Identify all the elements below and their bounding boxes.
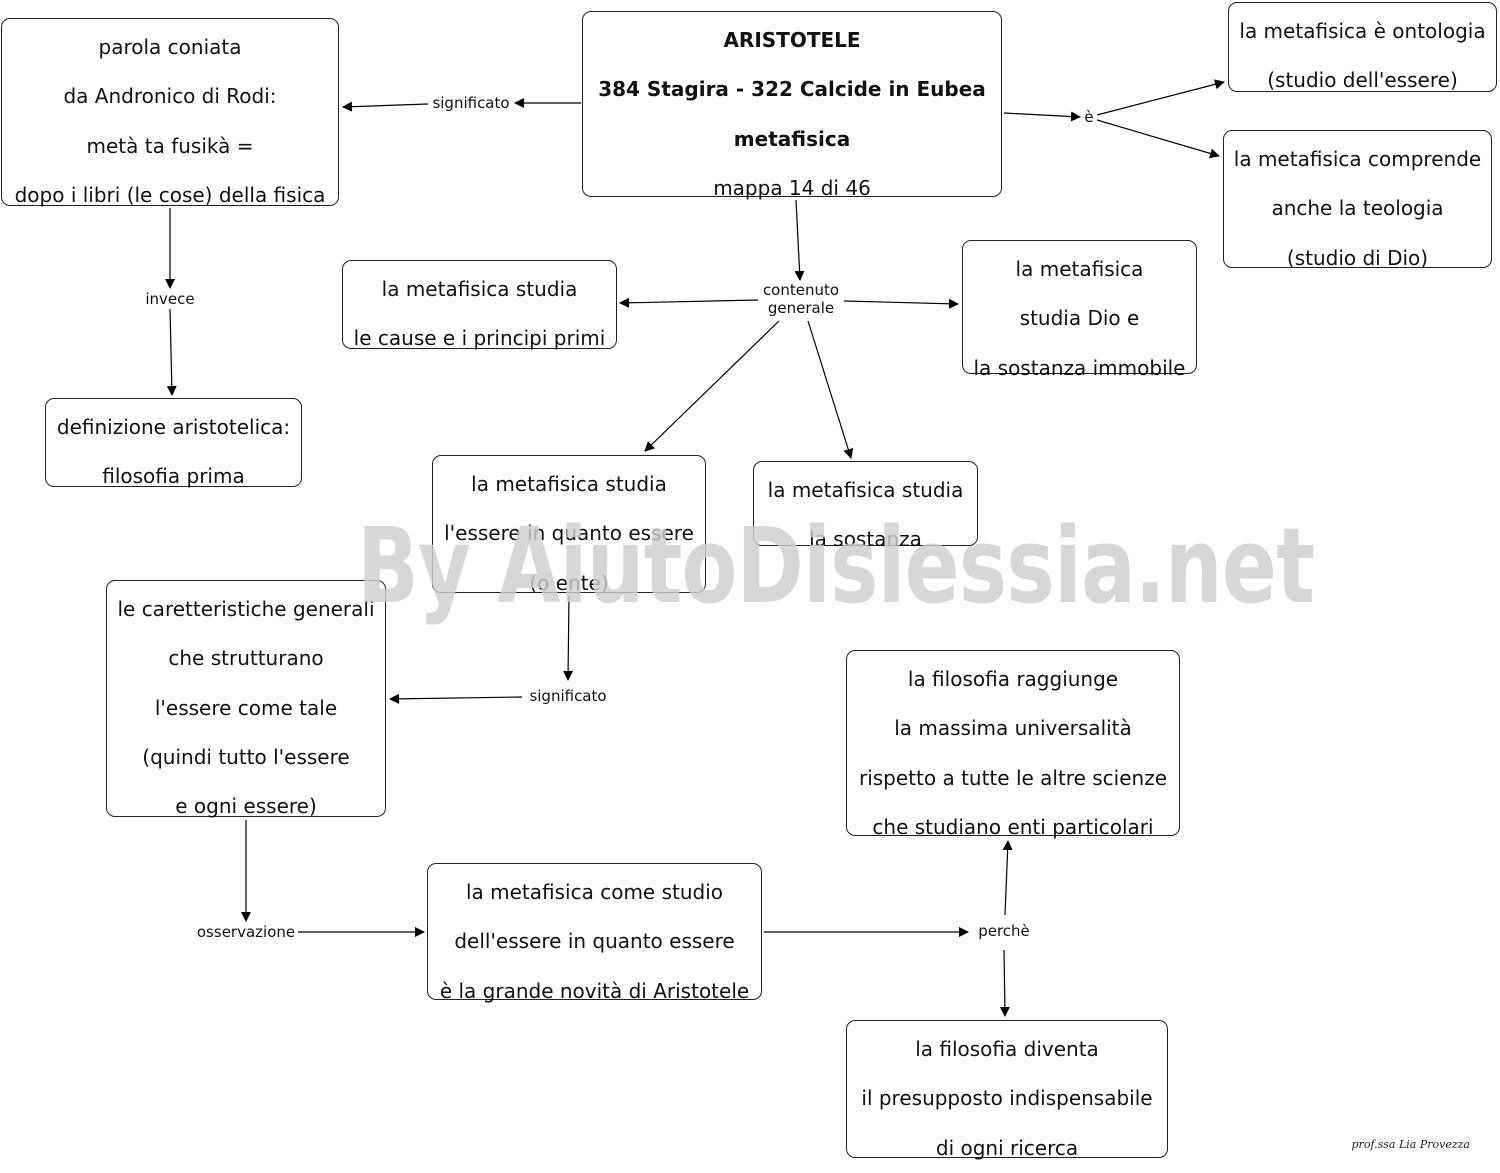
node-text-line: il presupposto indispensabile	[861, 1086, 1153, 1111]
edge-essere-significato	[563, 595, 574, 681]
edge-significato-caratteristiche	[389, 693, 523, 704]
link-label-line: contenuto	[762, 281, 840, 299]
node-text-line: la metafisica	[1015, 257, 1144, 281]
node-universalita[interactable]: la filosofia raggiunge la massima univer…	[846, 650, 1180, 839]
node-text-line: la sostanza	[809, 527, 922, 552]
node-text-line: anche la teologia	[1271, 196, 1444, 221]
link-label-line: generale	[767, 299, 835, 317]
node-text-line: (o ente)	[529, 570, 609, 595]
node-text-line: la massima universalità	[894, 716, 1132, 741]
node-text-line: l'essere come tale	[154, 695, 338, 720]
edge-invece-definizione	[166, 308, 177, 396]
node-main[interactable]: ARISTOTELE 384 Stagira - 322 Calcide in …	[582, 11, 1002, 200]
node-text-line: la metafisica comprende	[1233, 147, 1482, 171]
edge-main-e	[1003, 111, 1081, 122]
node-text-line: (studio di Dio)	[1286, 245, 1429, 270]
node-main-dates: 384 Stagira - 322 Calcide in Eubea	[598, 77, 986, 102]
link-label-e: è	[1082, 108, 1096, 126]
node-text-line: filosofia prima	[102, 464, 245, 489]
edge-perche-presupposto	[999, 949, 1010, 1017]
node-text-line: parola coniata	[98, 35, 242, 59]
author-signature: prof.ssa Lia Provezza	[1351, 1138, 1470, 1151]
node-ontologia[interactable]: la metafisica è ontologia (studio dell'e…	[1228, 2, 1497, 92]
node-definizione[interactable]: definizione aristotelica: filosofia prim…	[45, 398, 302, 488]
edge-e-ontologia	[1096, 79, 1225, 116]
node-text-line: di ogni ricerca	[935, 1135, 1079, 1160]
node-text-line: studia Dio e	[1019, 306, 1140, 331]
node-dio[interactable]: la metafisica studia Dio e la sostanza i…	[962, 240, 1197, 380]
link-label-significato: significato	[527, 687, 609, 705]
node-text-line: la filosofia raggiunge	[907, 667, 1119, 691]
node-text-line: è la grande novità di Aristotele	[439, 978, 750, 1003]
node-text-line: l'essere in quanto essere	[444, 521, 694, 546]
node-text-line: rispetto a tutte le altre scienze	[858, 765, 1168, 790]
node-essere[interactable]: la metafisica studia l'essere in quanto …	[432, 455, 706, 595]
edge-e-teologia	[1096, 119, 1220, 159]
node-teologia[interactable]: la metafisica comprende anche la teologi…	[1223, 130, 1492, 270]
edge-contenuto-cause	[619, 297, 759, 308]
node-main-topic: metafisica	[733, 126, 851, 151]
node-presupposto[interactable]: la filosofia diventa il presupposto indi…	[846, 1020, 1168, 1160]
node-text-line: e ogni essere)	[175, 794, 317, 819]
node-text-line: che studiano enti particolari	[872, 814, 1154, 839]
node-text-line: le caretteristiche generali	[117, 597, 375, 621]
node-caratteristiche[interactable]: le caretteristiche generali che struttur…	[106, 580, 386, 818]
edge-contenuto-dio	[843, 298, 959, 309]
node-text-line: da Andronico di Rodi:	[63, 84, 277, 109]
node-text-line: metà ta fusikà =	[86, 133, 254, 158]
edge-significato-origine	[342, 101, 429, 112]
node-text-line: le cause e i principi primi	[353, 326, 606, 351]
link-label-contenuto-generale: contenuto generale	[760, 281, 842, 317]
link-label-perche: perchè	[976, 922, 1032, 940]
node-origine[interactable]: parola coniata da Andronico di Rodi: met…	[1, 18, 339, 207]
node-text-line: (studio dell'essere)	[1267, 68, 1458, 93]
node-text-line: la metafisica è ontologia	[1239, 19, 1486, 43]
node-text-line: la metafisica studia	[381, 277, 578, 301]
node-novita[interactable]: la metafisica come studio dell'essere in…	[427, 863, 762, 1003]
link-label-osservazione: osservazione	[194, 923, 298, 941]
node-text-line: dopo i libri (le cose) della fisica	[14, 182, 326, 207]
node-text-line: la metafisica come studio	[465, 880, 724, 904]
link-label-significato: significato	[430, 94, 512, 112]
node-text-line: (quindi tutto l'essere	[142, 744, 350, 769]
node-text-line: dell'essere in quanto essere	[454, 929, 735, 954]
node-text-line: la filosofia diventa	[915, 1037, 1099, 1061]
edge-main-contenuto	[794, 199, 805, 281]
node-cause[interactable]: la metafisica studia le cause e i princi…	[342, 260, 617, 350]
node-text-line: la sostanza immobile	[973, 355, 1186, 380]
edge-contenuto-sostanza	[807, 320, 854, 459]
node-text-line: che strutturano	[168, 646, 324, 671]
node-text-line: la metafisica studia	[767, 478, 964, 502]
node-text-line: la metafisica studia	[471, 472, 667, 496]
node-sostanza[interactable]: la metafisica studia la sostanza	[753, 461, 978, 551]
node-main-map-number: mappa 14 di 46	[713, 175, 871, 200]
node-text-line: definizione aristotelica:	[56, 415, 291, 439]
node-main-title: ARISTOTELE	[723, 28, 861, 52]
edge-contenuto-essere	[644, 320, 780, 452]
edge-perche-universalita	[1002, 840, 1013, 916]
link-label-invece: invece	[143, 290, 197, 308]
